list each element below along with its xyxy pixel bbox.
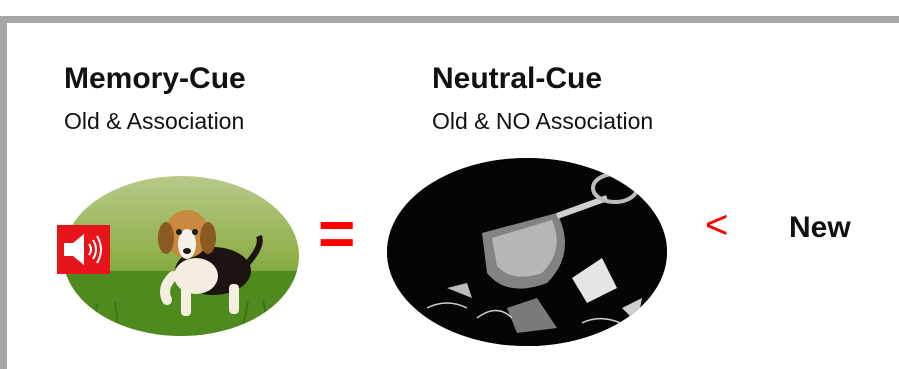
- neutral-cue-subtitle: Old & NO Association: [432, 108, 653, 135]
- new-label: New: [789, 211, 851, 245]
- speaker-icon: [57, 225, 110, 274]
- frame-top-border: [0, 16, 899, 23]
- neutral-cue-title: Neutral-Cue: [432, 62, 602, 96]
- memory-cue-title: Memory-Cue: [64, 62, 246, 96]
- less-than-sign: <: [705, 205, 728, 245]
- equals-sign: =: [318, 201, 355, 265]
- broken-glass-image: [387, 158, 667, 346]
- broken-glass-illustration: [387, 158, 667, 346]
- memory-cue-subtitle: Old & Association: [64, 108, 244, 135]
- frame-left-border: [0, 16, 7, 369]
